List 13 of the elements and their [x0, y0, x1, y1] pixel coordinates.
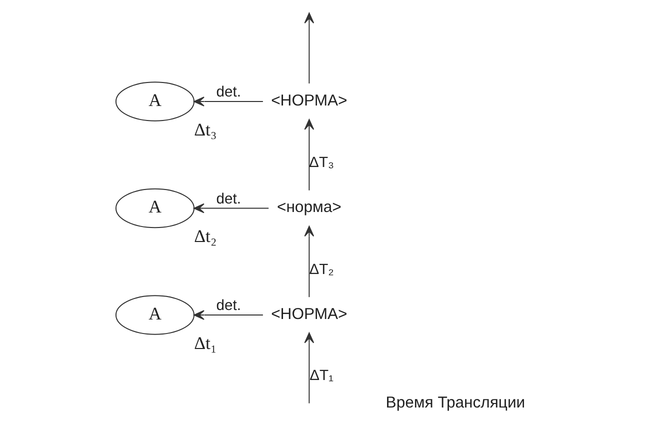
- label: Время Трансляции: [386, 394, 526, 412]
- node-text: <норма>: [276, 199, 342, 216]
- edge-label: ΔT₂: [309, 262, 334, 278]
- node-label: Δt₂: [194, 226, 217, 246]
- node-text: <НОРМА>: [271, 92, 348, 110]
- node-label: Δt₁: [194, 332, 217, 353]
- edge-label: ΔT₁: [310, 368, 334, 384]
- edge-label: ΔT₃: [309, 155, 334, 172]
- edge-label: det.: [216, 191, 241, 208]
- edge-label: det.: [216, 298, 241, 314]
- edge-label: det.: [216, 84, 241, 101]
- node-text: <НОРМА>: [271, 306, 348, 323]
- node-label: Δt₃: [194, 119, 217, 140]
